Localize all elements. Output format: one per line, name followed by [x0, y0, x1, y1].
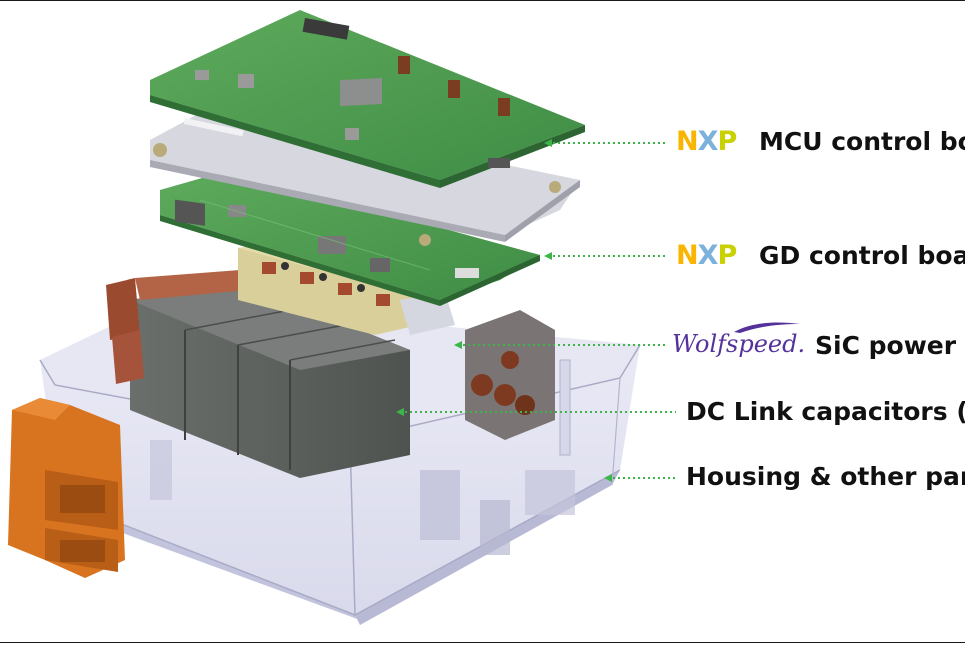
nxp-logo-p: P [717, 240, 737, 271]
shield-plate [150, 105, 580, 246]
nxp-logo: NXP [676, 240, 737, 271]
callout-gd-control-board: GD control boa [759, 241, 965, 270]
orange-connector [8, 398, 125, 578]
callout-mcu-control-board: MCU control bo [759, 127, 965, 156]
leader-lines [400, 142, 676, 479]
gd-control-board [160, 170, 540, 306]
callout-dc-link-capacitors: DC Link capacitors ( [686, 397, 965, 426]
wolfspeed-logo-text: Wolfspeed. [672, 330, 806, 358]
leader-arrowheads [396, 139, 612, 482]
nxp-logo-x: X [697, 126, 719, 157]
nxp-logo-x: X [697, 240, 719, 271]
wolfspeed-swoosh-icon [734, 322, 800, 333]
nxp-logo-n: N [676, 240, 699, 271]
busbars [106, 270, 248, 384]
nxp-logo-p: P [717, 126, 737, 157]
callout-sic-power-module: SiC power m [815, 331, 965, 360]
dc-link-capacitors [130, 282, 410, 478]
nxp-logo: NXP [676, 126, 737, 157]
nxp-logo-n: N [676, 126, 699, 157]
wolfspeed-logo: Wolfspeed. [672, 322, 806, 358]
housing-side-port [465, 310, 555, 440]
callout-housing: Housing & other par [686, 462, 965, 491]
